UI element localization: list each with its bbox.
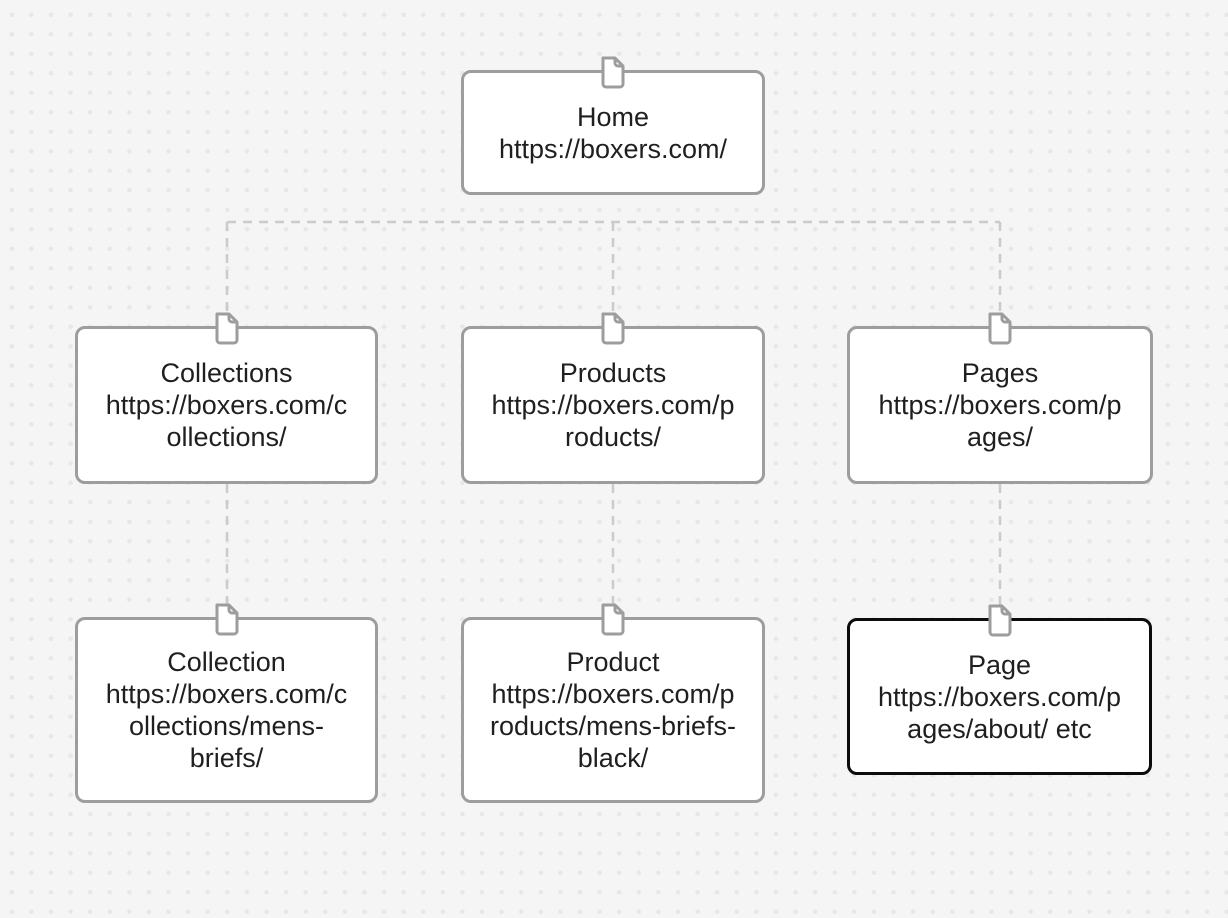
node-text: Collections https://boxers.com/collectio… [102, 357, 352, 453]
node-url: https://boxers.com/collections/mens-brie… [105, 679, 348, 773]
node-page[interactable]: Page https://boxers.com/pages/about/ etc [847, 604, 1152, 775]
node-text: Home https://boxers.com/ [488, 101, 738, 165]
node-url: https://boxers.com/collections/ [105, 390, 348, 452]
page-icon [601, 56, 625, 89]
node-label: Collections [160, 358, 293, 388]
page-icon [988, 604, 1011, 637]
node-url: https://boxers.com/products/mens-briefs-… [489, 679, 737, 773]
node-url: https://boxers.com/products/ [491, 390, 735, 452]
page-icon [601, 603, 625, 636]
node-pages[interactable]: Pages https://boxers.com/pages/ [847, 312, 1153, 484]
node-products[interactable]: Products https://boxers.com/products/ [461, 312, 765, 484]
page-icon [988, 312, 1012, 345]
node-url: https://boxers.com/pages/about/ etc [877, 681, 1122, 744]
node-text: Products https://boxers.com/products/ [488, 357, 738, 453]
node-label: Home [576, 101, 650, 132]
node-label: Page [967, 649, 1032, 680]
node-text: Product https://boxers.com/products/mens… [488, 646, 738, 774]
node-text: Pages https://boxers.com/pages/ [875, 357, 1125, 453]
node-text: Collection https://boxers.com/collection… [102, 646, 352, 774]
page-icon [215, 312, 238, 345]
node-collection[interactable]: Collection https://boxers.com/collection… [75, 603, 378, 803]
node-label: Products [559, 358, 667, 388]
node-home[interactable]: Home https://boxers.com/ [461, 56, 765, 195]
node-product[interactable]: Product https://boxers.com/products/mens… [461, 603, 765, 803]
node-label: Collection [167, 647, 286, 677]
node-text: Page https://boxers.com/pages/about/ etc [875, 649, 1125, 745]
node-url: https://boxers.com/ [498, 133, 728, 164]
page-icon [215, 603, 238, 636]
node-label: Pages [961, 358, 1039, 388]
node-collections[interactable]: Collections https://boxers.com/collectio… [75, 312, 378, 484]
page-icon [601, 312, 625, 345]
node-label: Product [566, 647, 660, 677]
node-url: https://boxers.com/pages/ [878, 390, 1122, 452]
